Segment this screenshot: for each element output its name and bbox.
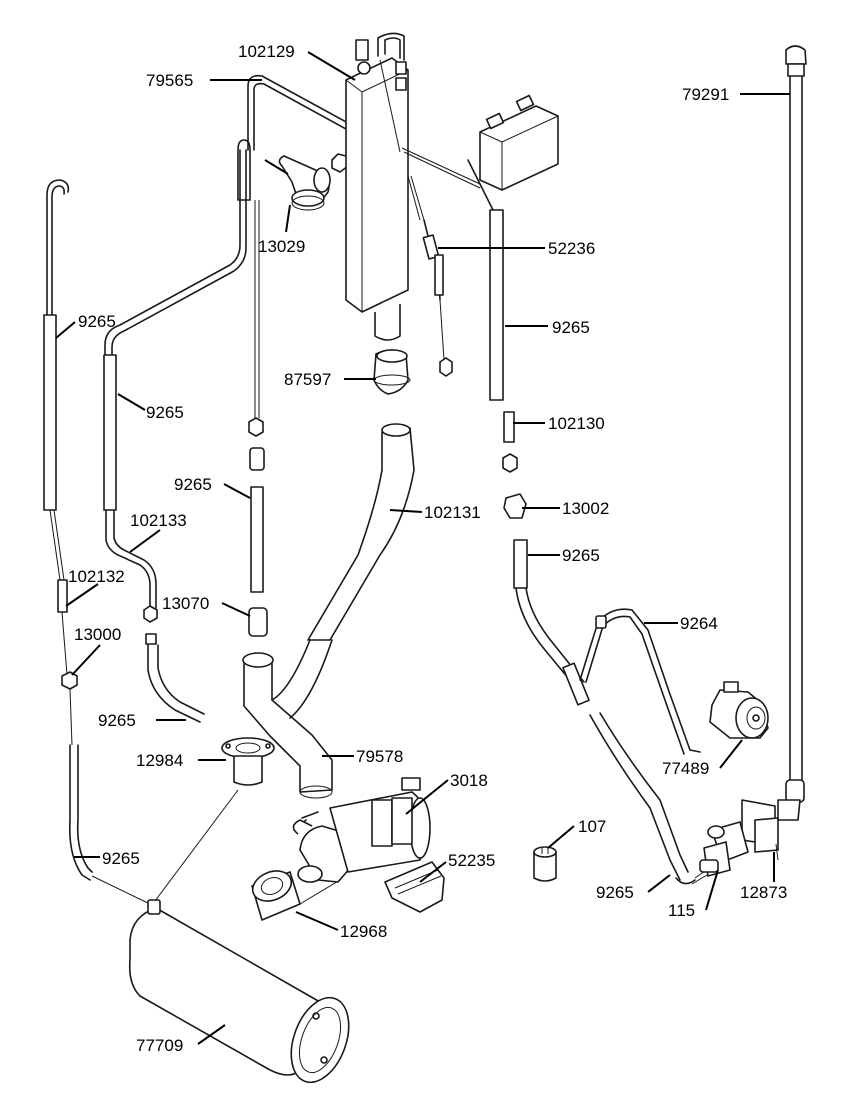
label-13070: 13070 [162,594,209,613]
label-3018: 3018 [450,771,488,790]
center-vertical-tube [248,200,268,637]
right-tube-system [489,209,713,885]
label-87597: 87597 [284,370,331,389]
label-9264: 9264 [680,614,718,633]
coupler-12968 [251,870,341,921]
label-9265-center: 9265 [174,475,212,494]
label-12873: 12873 [740,883,787,902]
valve-assembly [699,799,779,877]
label-79291: 79291 [682,85,729,104]
pump-3018 [292,777,431,883]
pressure-switch-77489 [709,681,769,739]
label-9265-left-top: 9265 [78,312,116,331]
label-52235: 52235 [448,851,495,870]
label-9265-right-mid: 9265 [562,546,600,565]
label-79565: 79565 [146,71,193,90]
label-12984: 12984 [136,751,183,770]
label-9265-second-left-low: 9265 [98,711,136,730]
label-77709: 77709 [136,1036,183,1055]
label-115: 115 [668,901,695,920]
hose-102131 [307,349,415,641]
heater-tank-77709 [128,899,350,1084]
control-box [401,94,559,213]
label-9265-left-low: 9265 [102,849,140,868]
label-13000: 13000 [74,625,121,644]
second-left-tube [103,139,251,723]
tube-9264 [579,608,701,755]
label-13029: 13029 [258,237,305,256]
label-13002: 13002 [562,499,609,518]
elbow-13029 [278,155,331,211]
label-79578: 79578 [356,747,403,766]
y-fitting-79578 [242,639,333,799]
pipe-79291 [777,45,807,821]
left-vertical-tube [43,179,153,906]
label-102129: 102129 [238,42,295,61]
label-9265-second-left: 9265 [146,403,184,422]
label-107: 107 [578,817,606,836]
label-52236: 52236 [548,239,595,258]
part-labels: 102129 79565 79291 13029 52236 9265 9265… [68,42,787,1055]
label-9265-right-low: 9265 [596,883,634,902]
label-102131: 102131 [424,503,481,522]
flange-12984 [151,737,275,906]
leader-lines [55,51,790,1045]
capacitor-107 [533,846,557,882]
label-77489: 77489 [662,759,709,778]
label-9265-right-top: 9265 [552,318,590,337]
label-12968: 12968 [340,922,387,941]
label-102130: 102130 [548,414,605,433]
central-tank [345,32,425,341]
label-102133: 102133 [130,511,187,530]
label-102132: 102132 [68,567,125,586]
wire-harness-52236 [422,219,453,377]
